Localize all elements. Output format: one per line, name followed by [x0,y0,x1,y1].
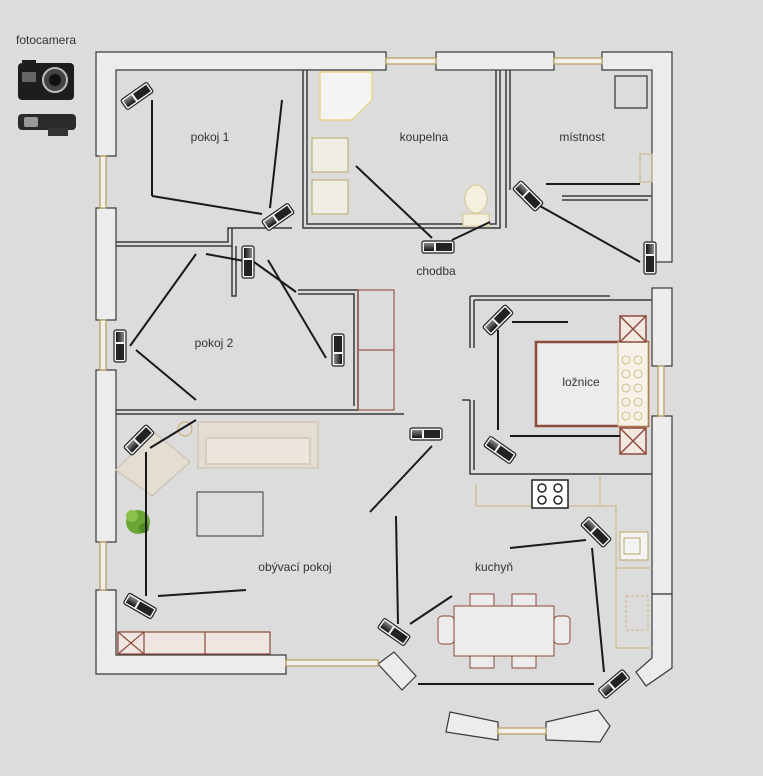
shelf [639,153,653,183]
camera-marker [598,669,630,699]
room-label-koupelna: koupelna [399,130,449,144]
nightstand [619,315,647,455]
toilet [462,184,490,227]
legend-title: fotocamera [16,33,77,47]
camera-marker [643,241,657,275]
kitchen-sink [619,531,649,561]
camera-marker [123,592,157,620]
wardrobe [357,289,395,411]
camera-marker [113,329,127,363]
camera-marker [512,180,544,212]
armchair [114,430,192,497]
room-label-kuchyn: kuchyň [474,560,514,574]
storage-box [614,75,648,109]
camera-icon [18,60,74,100]
walls [95,51,673,743]
camera-marker [377,618,411,646]
room-label-mistnost: místnost [559,130,605,144]
room-label-loznice: ložnice [562,375,600,389]
camera-marker [482,304,514,336]
camera-marker [331,333,345,367]
room-label-chodba: chodba [416,264,456,278]
sight-lines [129,97,641,685]
camera-marker [483,436,517,464]
camera-marker [241,245,255,279]
windows [99,57,665,735]
bathtub [319,71,373,121]
camera-marker [120,82,154,110]
camera-markers [113,82,657,699]
camera-marker [409,427,443,441]
sink [311,137,349,215]
bed [534,340,650,428]
camera-marker [123,424,155,456]
sofa [197,421,319,469]
coffee-table [196,491,264,537]
kitchen-counter [475,476,652,649]
tv-stand [117,631,271,655]
room-label-pokoj2: pokoj 2 [194,336,234,350]
stove [531,479,569,509]
camera-marker [261,203,295,231]
camera-marker [421,240,455,254]
camera-marker [580,516,612,548]
lamp [177,421,193,437]
room-label-pokoj1: pokoj 1 [190,130,230,144]
dining-table [437,593,571,669]
camera-side-icon [18,114,76,136]
room-label-obyvaci-pokoj: obývací pokoj [258,560,332,574]
